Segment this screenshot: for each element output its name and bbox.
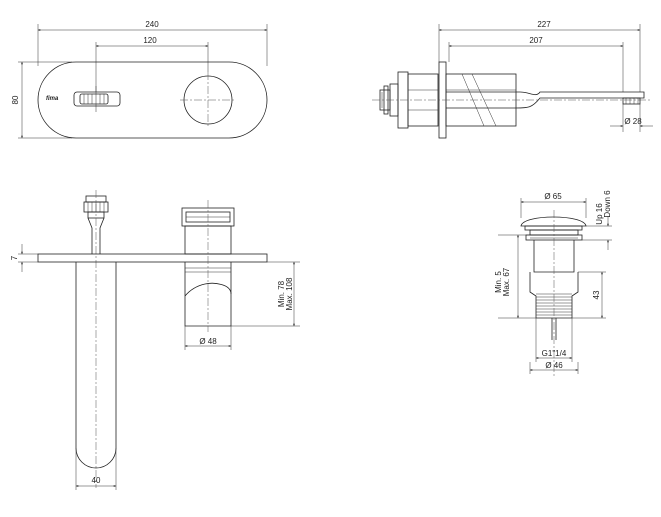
lever-handle: [73, 86, 121, 112]
spout-rosette: [180, 72, 236, 128]
range-max-dim: Max. 67: [502, 267, 511, 296]
waste-view: Ø 65 Up 16 Down 6: [494, 190, 612, 376]
thread-size-dim: G1"1/4: [542, 349, 567, 358]
base-diameter-dim: Ø 46: [545, 361, 563, 370]
stroke-down-dim: Down 6: [603, 190, 612, 218]
side-outlet-diameter-dim: Ø 28: [624, 117, 642, 126]
section-wall-plate: [37, 253, 268, 263]
depth-min-dim: Min. 78: [277, 280, 286, 307]
side-spout-length-dim: 207: [529, 36, 543, 45]
valve-cartridge: [83, 190, 109, 488]
front-width-dim: 240: [145, 20, 159, 29]
plate-thickness-dim: 7: [10, 255, 19, 260]
side-overall-length-dim: 227: [537, 20, 551, 29]
wall-plate-outline: [37, 61, 268, 139]
fima-logo: fima: [46, 96, 59, 102]
stroke-up-dim: Up 16: [595, 203, 604, 225]
mixer-body: [181, 200, 235, 332]
front-height-dim: 80: [11, 95, 20, 104]
range-min-dim: Min. 5: [494, 271, 503, 293]
cap-diameter-dim: Ø 65: [544, 192, 562, 201]
spout-width-dim: 40: [92, 476, 101, 485]
depth-max-dim: Max. 108: [285, 277, 294, 310]
spout-profile: [75, 262, 117, 469]
side-view: 227 207 Ø 28: [372, 20, 653, 139]
spout-arm: [446, 91, 645, 109]
waste-cap: [520, 216, 587, 227]
thread-length-dim: 43: [592, 290, 601, 299]
front-view: 240 120 80 fima: [11, 20, 268, 139]
body-diameter-dim: Ø 48: [199, 337, 217, 346]
section-view: 7 Min. 78 Max. 108 Ø 48 40: [10, 190, 300, 490]
front-spacing-dim: 120: [143, 36, 157, 45]
